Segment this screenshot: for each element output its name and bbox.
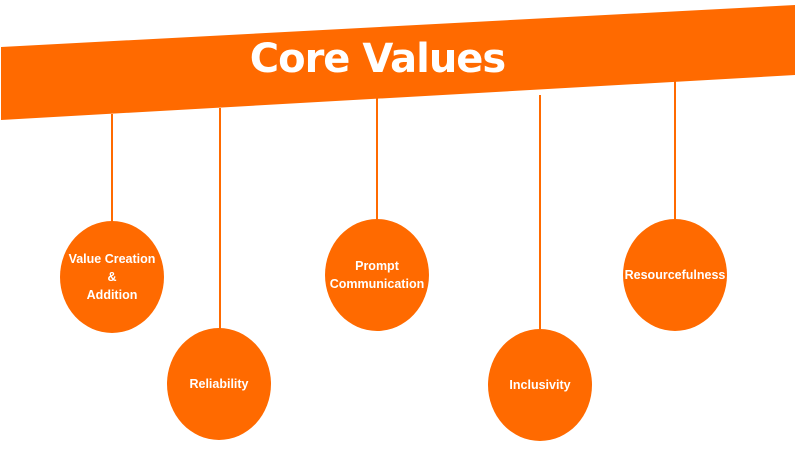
title-banner	[1, 5, 795, 120]
page-title: Core Values	[249, 36, 507, 82]
value-label: Reliability	[189, 377, 249, 391]
value-circle-4	[488, 329, 592, 441]
value-node: Inclusivity	[488, 329, 592, 441]
value-node: Value Creation & Addition	[60, 221, 164, 333]
value-label: &	[107, 270, 117, 284]
value-label: Addition	[86, 288, 138, 302]
value-label: Communication	[329, 277, 425, 291]
value-circle-2	[167, 328, 271, 440]
value-node: Resourcefulness	[623, 219, 727, 331]
value-circle-5	[623, 219, 727, 331]
value-circle-3	[325, 219, 429, 331]
value-label: Inclusivity	[509, 378, 571, 392]
value-circle-1	[60, 221, 164, 333]
value-label: Resourcefulness	[624, 268, 726, 282]
value-label: Prompt	[355, 259, 399, 273]
value-label: Value Creation	[68, 252, 156, 266]
value-node: Reliability	[167, 328, 271, 440]
